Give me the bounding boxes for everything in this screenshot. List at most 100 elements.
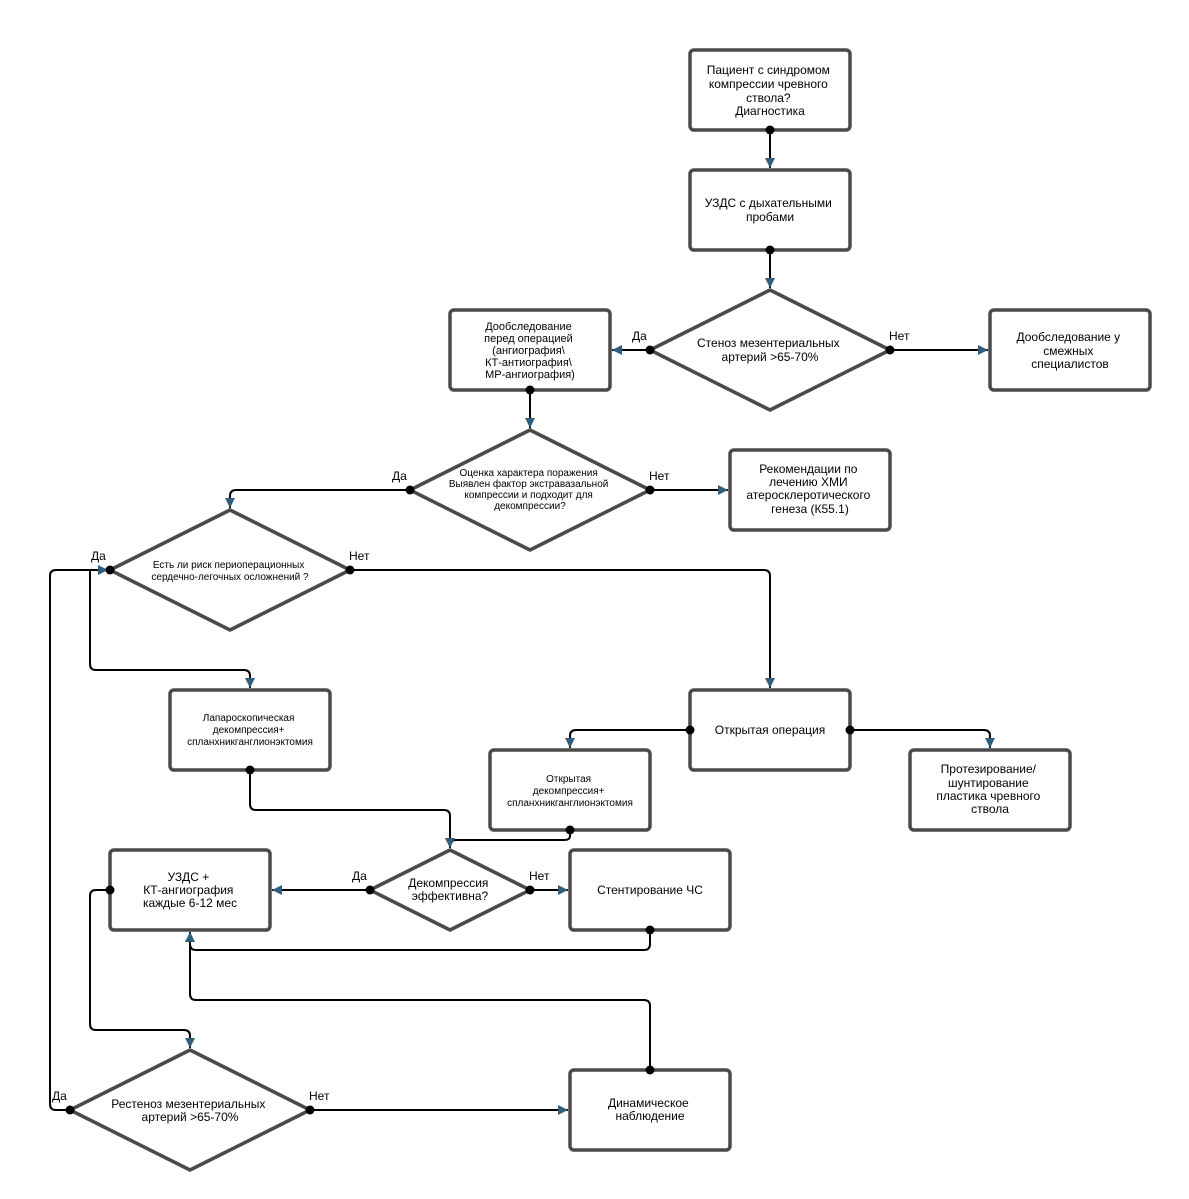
node-dynamic-line: наблюдение [615, 1109, 684, 1123]
svg-text:Лапароскопическая декомп: Лапароскопическая декомпрессия+ спланхни… [187, 713, 313, 748]
node-lesion-line: Выявлен фактор экстравазальной [449, 478, 609, 490]
connection-dots [65, 125, 895, 1115]
svg-text:Дообследование у смежных: Дообследование у смежных специалистов [1016, 330, 1123, 371]
edge-stenting-to-followup [185, 930, 651, 951]
node-prosthesis-line: ствола [971, 802, 1009, 816]
node-xmi: Рекомендации по лечению ХМИ атеросклерот… [728, 448, 892, 532]
node-uzds-line: УЗДС с дыхательными [705, 196, 832, 210]
edge-restenosis-yes [49, 565, 108, 1111]
svg-text:Открытая операция: Открытая операция [715, 723, 826, 737]
node-effective-line: эффективна? [412, 889, 489, 903]
node-risk-decision: Есть ли риск периоперационных сердечно-л… [106, 508, 354, 632]
node-prosthesis-line: пластика чревного [936, 789, 1040, 803]
svg-text:Стеноз мезентериальных а: Стеноз мезентериальных артерий >65-70% [697, 336, 843, 364]
connection-dot [405, 485, 415, 495]
node-open-operation: Открытая операция [688, 688, 852, 772]
connection-dot [885, 345, 895, 355]
svg-text:Протезирование/ шунтиров: Протезирование/ шунтирование пластика чр… [936, 762, 1043, 816]
node-stenting-line: Стентирование ЧС [597, 883, 703, 897]
connection-dot [345, 565, 355, 575]
node-followup-ct: УЗДС + КТ-ангиография каждые 6-12 мес [108, 848, 272, 932]
svg-text:Дообследование перед опе: Дообследование перед операцией (ангиогра… [484, 321, 576, 381]
node-lesion-line: компрессии и подходит для [464, 490, 592, 501]
node-lesion-decision: Оценка характера поражения Выявлен факто… [406, 428, 654, 552]
node-restenosis-line: артерий >65-70% [142, 1110, 239, 1124]
node-xmi-line: лечению ХМИ [769, 475, 848, 489]
node-start-line: компрессии чревного [709, 77, 828, 91]
connection-dot [245, 765, 255, 775]
node-followup-line: УЗДС + [167, 870, 209, 884]
edge-risk-no [350, 569, 775, 688]
label-lesion-no: Нет [649, 469, 670, 483]
node-xmi-line: Рекомендации по [759, 462, 858, 476]
connection-dot [645, 345, 655, 355]
node-specialists-line: специалистов [1031, 357, 1109, 371]
svg-text:Стентирование ЧС: Стентирование ЧС [597, 883, 703, 897]
svg-text:Открытая декомпрессия+: Открытая декомпрессия+ спланхникганглион… [507, 774, 633, 809]
connection-dot [645, 485, 655, 495]
connection-dot [525, 885, 535, 895]
node-specialists: Дообследование у смежных специалистов [988, 308, 1152, 392]
node-prosthesis-line: шунтирование [948, 776, 1029, 790]
edge-open-to-decomp [565, 729, 690, 748]
node-start-line: Пациент с синдромом [707, 63, 830, 77]
node-open-decomp-line: Открытая [546, 774, 591, 785]
node-prosthesis-line: Протезирование/ [941, 762, 1037, 776]
node-effective-line: Декомпрессия [408, 876, 488, 890]
node-extra-exam-line: перед операцией [484, 333, 573, 345]
node-risk-line: Есть ли риск периоперационных [153, 560, 305, 571]
svg-text:Есть ли риск периоперационных: Есть ли риск периоперационных сердечно-л… [151, 560, 309, 583]
connectors [49, 130, 995, 1115]
node-restenosis-decision: Рестеноз мезентериальных артерий >65-70% [66, 1048, 314, 1172]
node-uzds: УЗДС с дыхательными пробами [688, 168, 852, 252]
node-restenosis-line: Рестеноз мезентериальных [111, 1097, 265, 1111]
edge-opendecomp-to-effective [445, 830, 571, 848]
node-lesion-line: декомпрессии? [494, 501, 566, 512]
svg-text:Пациент с синдромом комп: Пациент с синдромом компрессии чревного … [707, 63, 834, 118]
label-risk-no: Нет [349, 549, 370, 563]
edge-risk-yes [89, 569, 255, 688]
label-stenosis-no: Нет [889, 329, 910, 343]
node-followup-line: каждые 6-12 мес [143, 896, 237, 910]
node-dynamic-observation: Динамическое наблюдение [568, 1068, 732, 1152]
node-laparoscopic: Лапароскопическая декомпрессия+ спланхни… [168, 688, 332, 772]
label-restenosis-yes: Да [52, 1089, 67, 1103]
connection-dot [645, 925, 655, 935]
svg-text:Декомпрессия эффективна?: Декомпрессия эффективна? [408, 876, 492, 903]
label-effective-yes: Да [352, 869, 367, 883]
edge-lap-to-effective [249, 770, 455, 848]
node-xmi-line: генеза (К55.1) [771, 502, 849, 516]
node-start: Пациент с синдромом компрессии чревного … [688, 48, 852, 132]
node-effective-decision: Декомпрессия эффективна? [366, 848, 534, 932]
node-followup-line: КТ-ангиография [143, 883, 233, 897]
svg-text:Рестеноз мезентериальных: Рестеноз мезентериальных артерий >65-70% [111, 1097, 268, 1124]
connection-dot [305, 1105, 315, 1115]
connection-dot [685, 725, 695, 735]
node-stenting: Стентирование ЧС [568, 848, 732, 932]
label-restenosis-no: Нет [309, 1089, 330, 1103]
node-stenosis-decision: Стеноз мезентериальных артерий >65-70% [646, 288, 894, 412]
node-xmi-line: атеросклеротического [746, 488, 870, 502]
edge-followup-to-restenosis [89, 889, 195, 1048]
node-specialists-line: Дообследование у [1016, 330, 1120, 344]
node-extra-exam-line: КТ-антиография\ [485, 357, 573, 369]
connection-dot [525, 385, 535, 395]
node-open-op-line: Открытая операция [715, 723, 826, 737]
node-extra-exam-line: МР-ангиография) [485, 369, 575, 381]
node-dynamic-line: Динамическое [608, 1096, 689, 1110]
svg-text:Оценка характера поражения: Оценка характера поражения Выявлен факто… [449, 468, 611, 512]
svg-text:УЗДС + КТ-ангиография: УЗДС + КТ-ангиография каждые 6-12 мес [143, 870, 237, 910]
svg-text:УЗДС с дыхательными проб: УЗДС с дыхательными пробами [705, 196, 835, 224]
node-open-decomp-line: декомпрессия+ [533, 786, 605, 797]
node-lesion-line: Оценка характера поражения [459, 468, 597, 479]
label-stenosis-yes: Да [632, 329, 647, 343]
connection-dot [105, 565, 115, 575]
connection-dot [105, 885, 115, 895]
node-extra-exam: Дообследование перед операцией (ангиогра… [448, 308, 612, 392]
connection-dot [645, 1065, 655, 1075]
node-uzds-line: пробами [746, 210, 794, 224]
node-lap-line: Лапароскопическая [203, 713, 295, 724]
node-risk-line: сердечно-легочных осложнений ? [151, 572, 309, 583]
node-open-decompression: Открытая декомпрессия+ спланхникганглион… [488, 748, 652, 832]
